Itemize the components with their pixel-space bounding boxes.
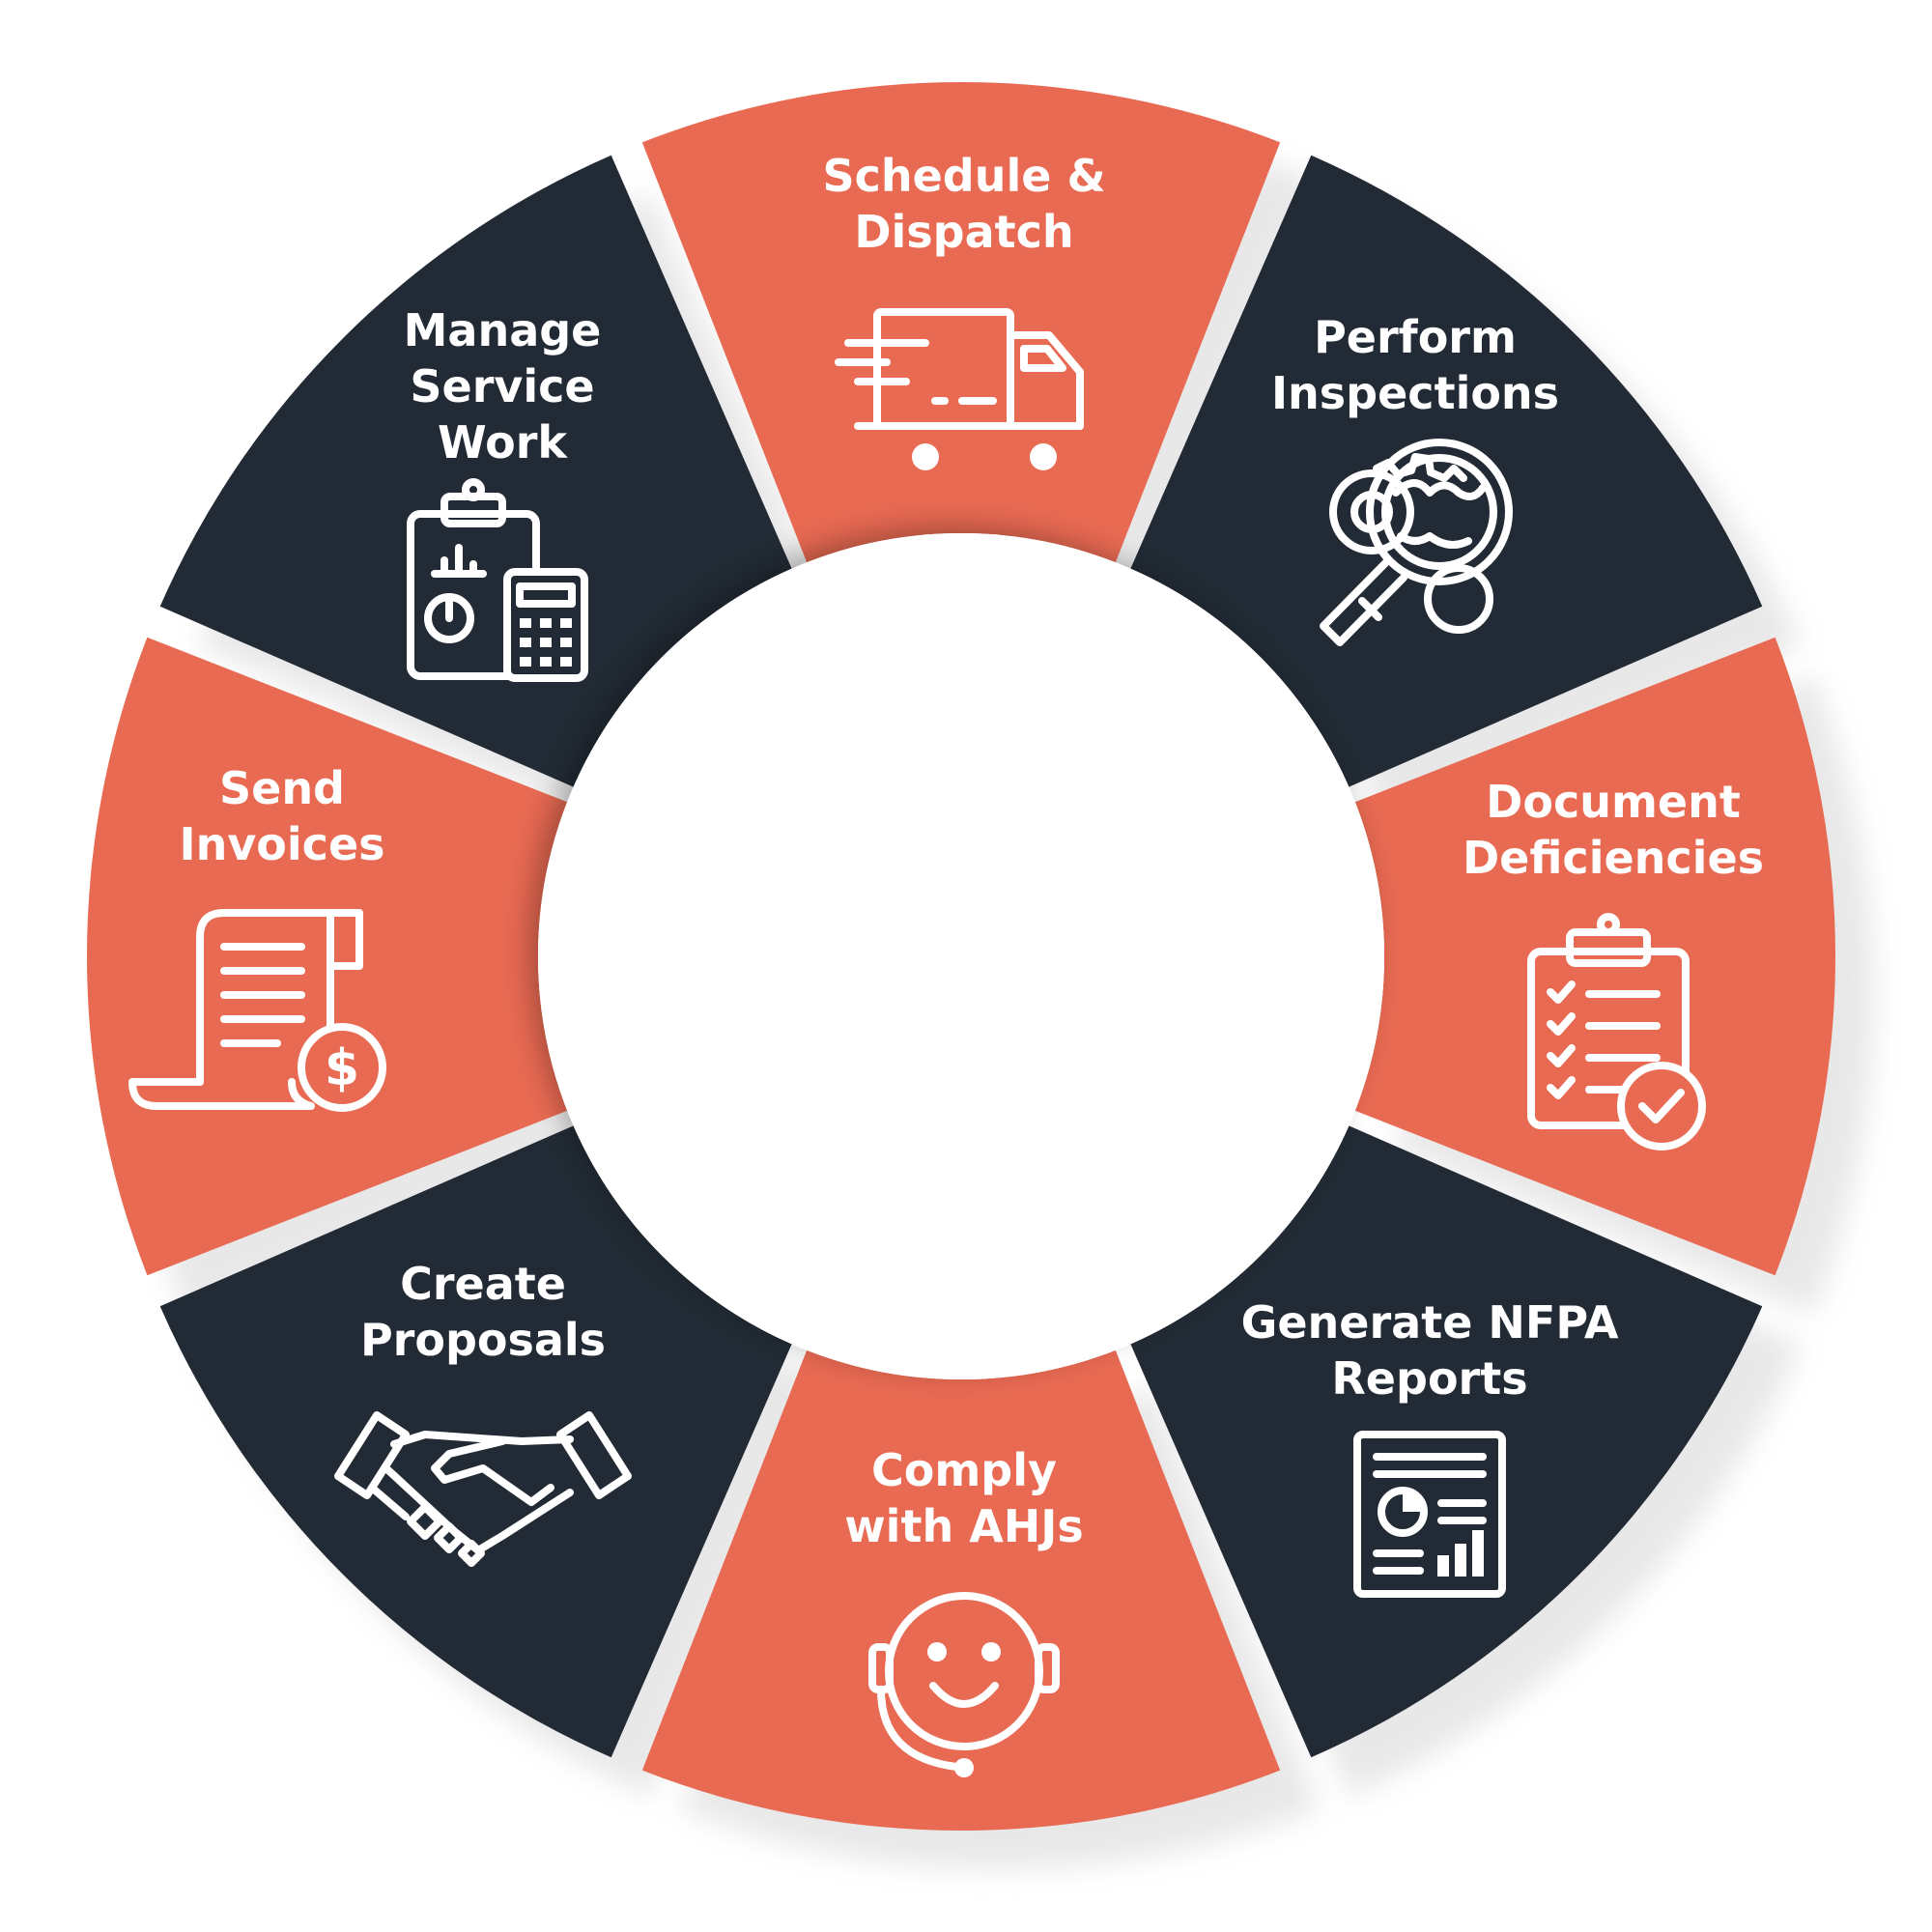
segment-comply-with-ahjs xyxy=(641,1350,1281,1831)
label-line: Send xyxy=(219,762,345,814)
center-hole-face xyxy=(538,533,1384,1379)
label-line: Reports xyxy=(1331,1352,1527,1405)
label-line: Service xyxy=(410,360,594,412)
segment-generate-nfpa-reports xyxy=(1130,1125,1763,1758)
label-line: Inspections xyxy=(1271,367,1559,419)
label-line: with AHJs xyxy=(844,1500,1084,1552)
delivery-truck-icon xyxy=(835,308,1084,470)
label-line: Proposals xyxy=(360,1314,606,1366)
segment-schedule-dispatch xyxy=(641,82,1281,563)
label-schedule-dispatch: Schedule &Dispatch xyxy=(822,150,1105,258)
label-line: Comply xyxy=(871,1444,1057,1496)
report-document-icon xyxy=(1353,1431,1506,1598)
svg-text:$: $ xyxy=(325,1039,359,1097)
label-line: Perform xyxy=(1314,311,1517,363)
magnifier-gear-icon xyxy=(1320,439,1513,646)
label-line: Generate NFPA xyxy=(1241,1296,1619,1349)
checklist-clipboard-icon xyxy=(1527,913,1706,1151)
label-line: Deficiencies xyxy=(1463,832,1764,884)
handshake-icon xyxy=(334,1411,632,1567)
smiley-headset-icon xyxy=(868,1592,1060,1777)
label-line: Work xyxy=(438,416,568,469)
label-line: Document xyxy=(1486,776,1741,828)
label-line: Dispatch xyxy=(854,206,1073,258)
label-line: Invoices xyxy=(179,818,384,870)
label-line: Manage xyxy=(404,304,602,356)
segment-document-deficiencies xyxy=(1354,637,1835,1276)
label-line: Schedule & xyxy=(822,150,1105,202)
segment-manage-service-work xyxy=(159,155,792,787)
clipboard-calculator-icon xyxy=(407,478,588,682)
invoice-receipt-icon: $ xyxy=(128,909,386,1112)
segment-icons: $ xyxy=(128,308,1706,1777)
label-line: Create xyxy=(400,1258,566,1310)
